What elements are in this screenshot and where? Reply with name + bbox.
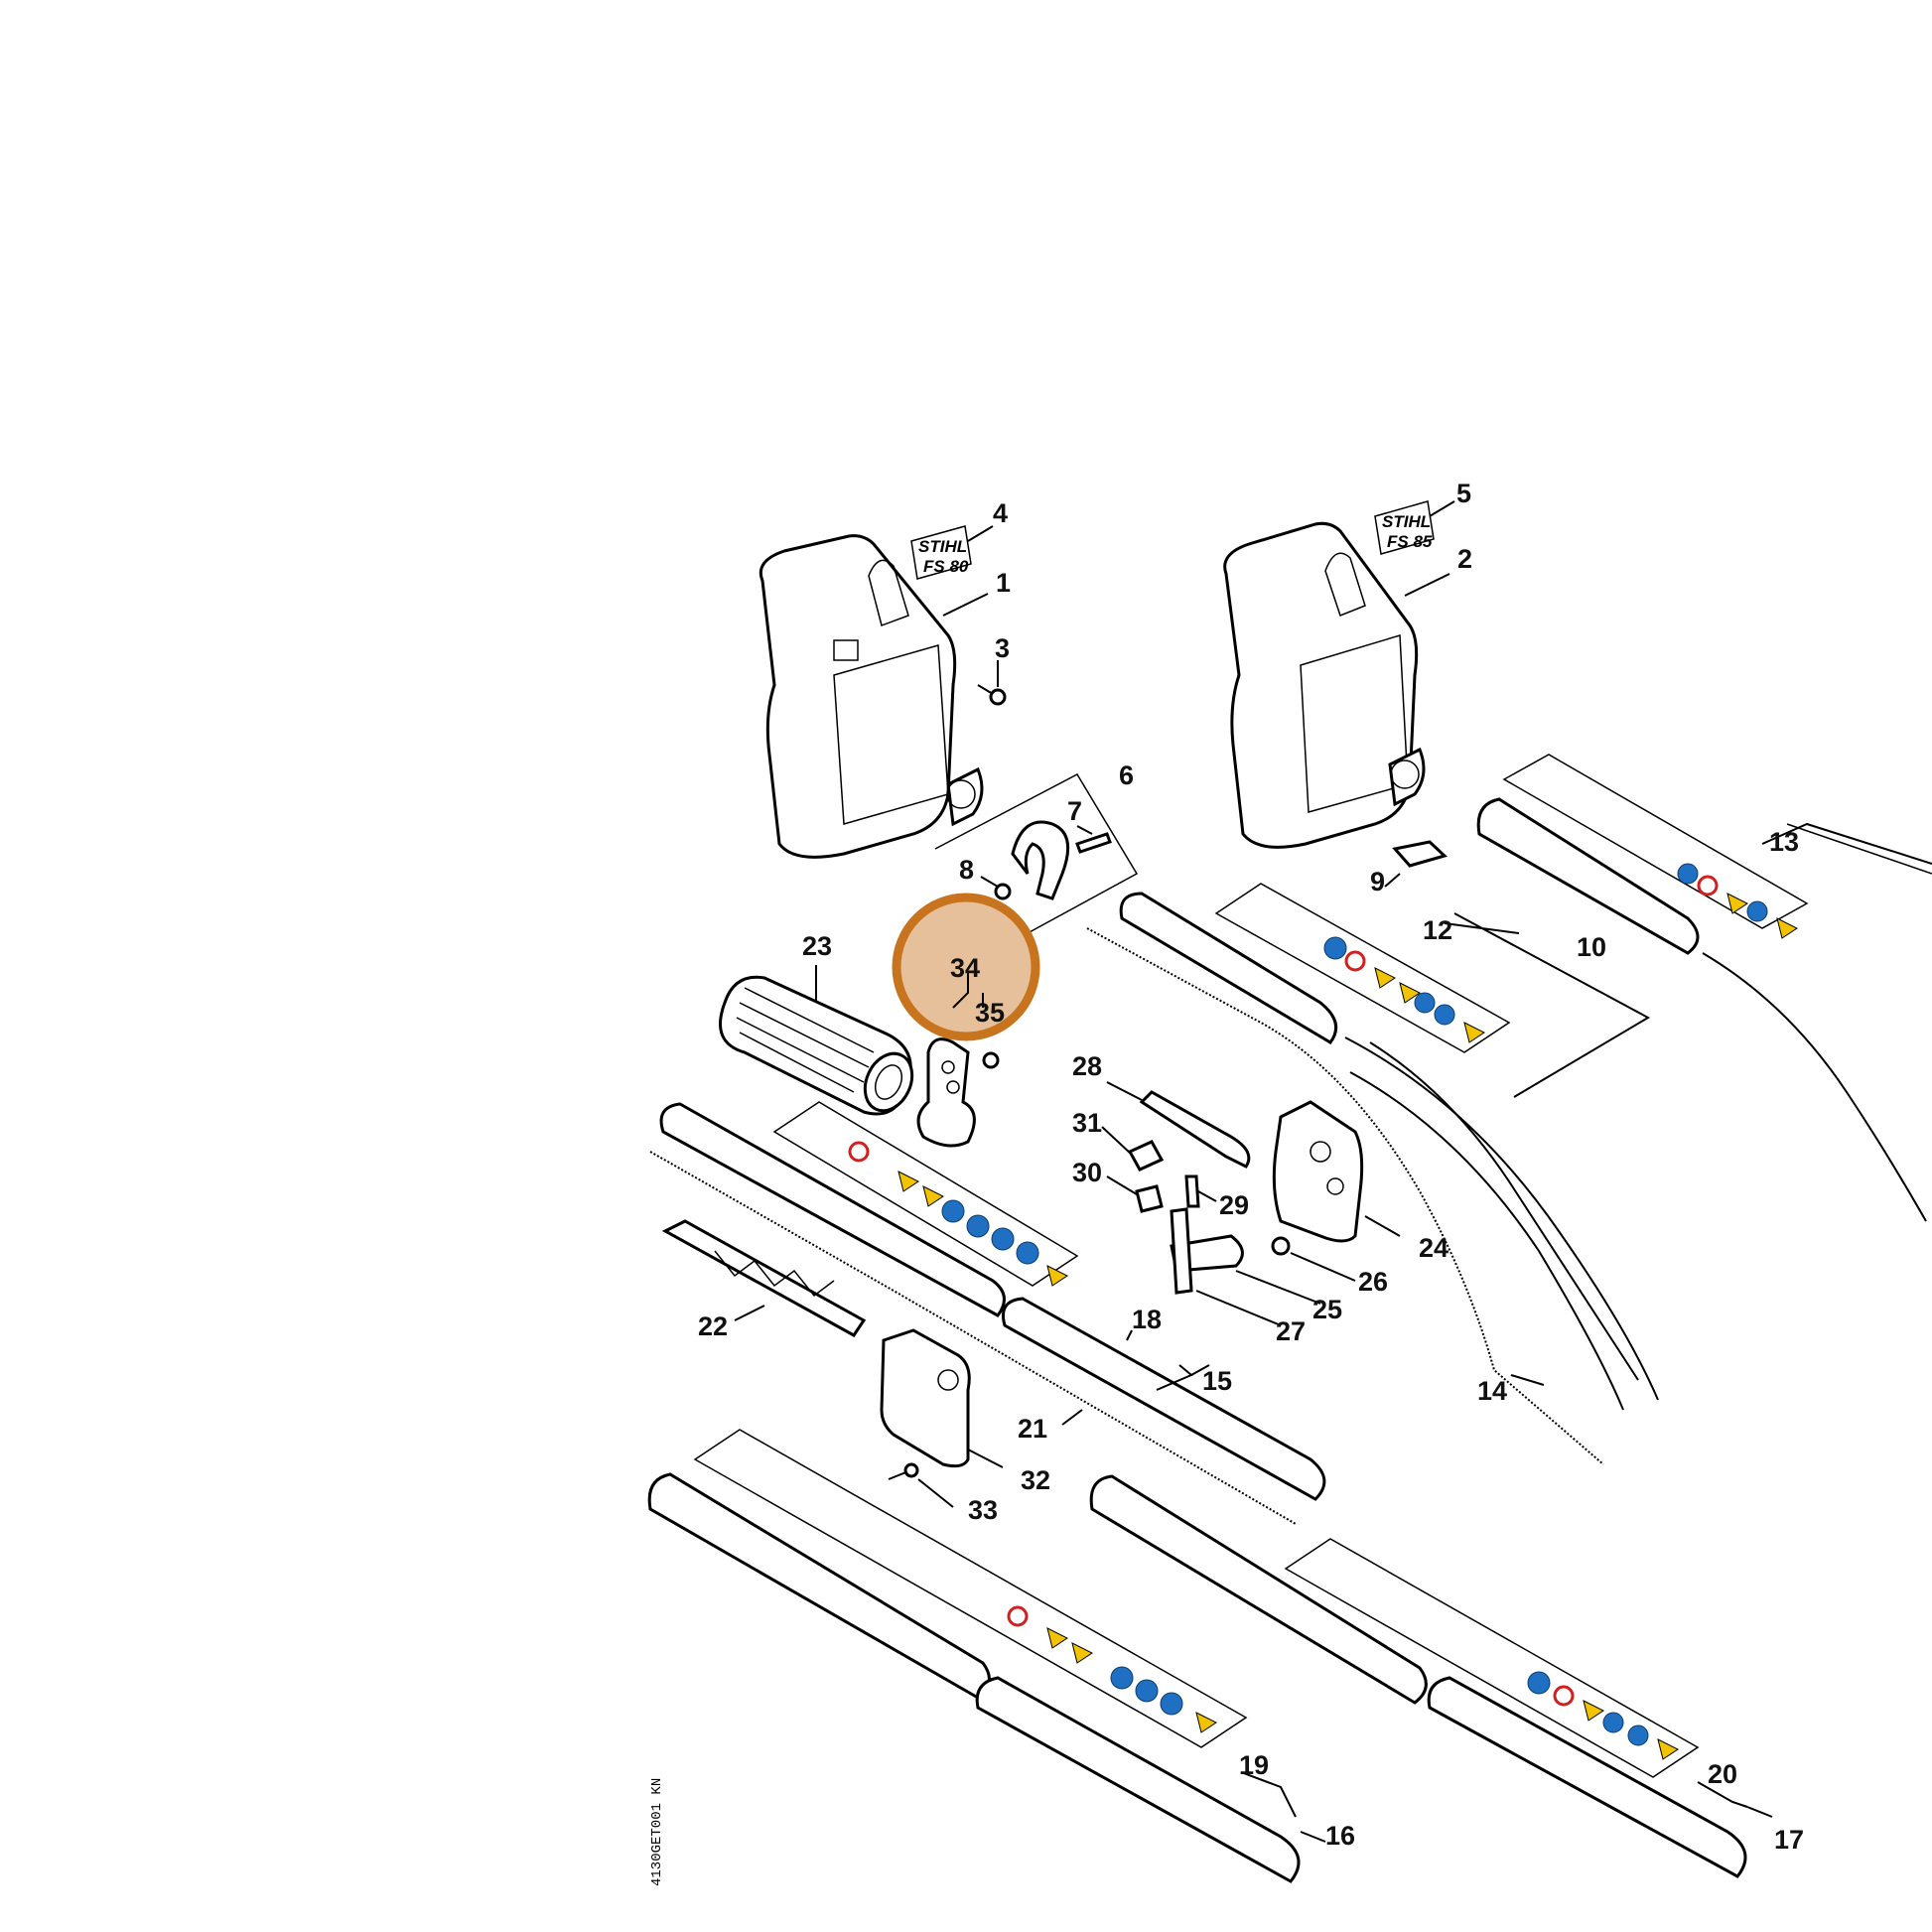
callout-16: 16	[1325, 1821, 1355, 1851]
engine-housing-1[interactable]	[759, 534, 984, 859]
slide-30[interactable]	[1135, 1184, 1164, 1213]
decal-4-line2: FS 80	[923, 557, 969, 576]
lock-31[interactable]	[1127, 1140, 1165, 1172]
callout-31: 31	[1072, 1108, 1102, 1138]
clamp-assembly-6[interactable]	[934, 773, 1139, 934]
callout-3: 3	[995, 633, 1010, 663]
callout-14: 14	[1477, 1376, 1507, 1406]
drawing-reference: 4130GET001 KN	[649, 1778, 665, 1886]
throttle-trigger-28[interactable]	[1139, 1090, 1251, 1169]
callout-17: 17	[1774, 1825, 1804, 1855]
callout-9: 9	[1370, 867, 1385, 897]
decal-12[interactable]	[1214, 883, 1511, 1053]
callout-29: 29	[1219, 1190, 1249, 1220]
callout-35: 35	[975, 998, 1005, 1028]
callout-30: 30	[1072, 1158, 1102, 1187]
callout-7: 7	[1067, 796, 1082, 826]
drive-tube-15[interactable]	[659, 1101, 1326, 1501]
leader-lines	[734, 500, 1932, 1843]
callout-19: 19	[1239, 1750, 1269, 1780]
callout-1: 1	[996, 568, 1011, 598]
throttle-housing-24[interactable]	[1272, 1100, 1364, 1243]
tool-9[interactable]	[1392, 840, 1448, 868]
highlight-marker	[892, 893, 1040, 1041]
callout-32: 32	[1021, 1465, 1050, 1495]
screw-26[interactable]	[1271, 1236, 1291, 1256]
callout-labels: 4 1 3 5 2 6 7 8 9 10 12 13 14 15 16 17 1…	[698, 479, 1804, 1855]
callout-24: 24	[1419, 1233, 1449, 1263]
callout-12: 12	[1423, 915, 1452, 945]
screw-33[interactable]	[888, 1462, 919, 1480]
callout-25: 25	[1312, 1295, 1342, 1324]
callout-5: 5	[1456, 479, 1471, 508]
callout-15: 15	[1202, 1366, 1232, 1396]
engine-housing-2[interactable]	[1223, 521, 1426, 849]
cover-32[interactable]	[880, 1328, 971, 1468]
callout-27: 27	[1276, 1316, 1306, 1346]
decal-4-line1: STIHL	[918, 537, 967, 556]
callout-34: 34	[950, 953, 980, 983]
callout-33: 33	[968, 1495, 998, 1525]
callout-2: 2	[1457, 544, 1472, 574]
callout-4: 4	[993, 498, 1008, 528]
callout-13: 13	[1769, 827, 1799, 857]
callout-28: 28	[1072, 1051, 1102, 1081]
callout-10: 10	[1577, 932, 1606, 962]
lever-27[interactable]	[1170, 1207, 1193, 1295]
callout-21: 21	[1018, 1414, 1047, 1444]
screw-35[interactable]	[982, 1051, 1000, 1069]
decal-5[interactable]: STIHL FS 85	[1374, 500, 1435, 555]
decal-5-line1: STIHL	[1382, 512, 1431, 531]
callout-22: 22	[698, 1311, 728, 1341]
screw-3[interactable]	[977, 684, 1007, 706]
spring-29[interactable]	[1184, 1174, 1200, 1208]
handle-grip-23[interactable]	[719, 975, 921, 1118]
callout-23: 23	[802, 931, 832, 961]
callout-26: 26	[1358, 1267, 1388, 1297]
decal-4[interactable]: STIHL FS 80	[910, 525, 972, 580]
handle-bracket-34[interactable]	[916, 1037, 976, 1148]
drive-tube-16[interactable]	[647, 1429, 1301, 1883]
decal-5-line2: FS 85	[1387, 532, 1433, 551]
callout-6: 6	[1119, 760, 1134, 790]
bearing-sleeve-22[interactable]	[661, 1219, 867, 1337]
callout-20: 20	[1708, 1759, 1737, 1789]
drive-tube-10[interactable]	[1119, 892, 1659, 1411]
callout-8: 8	[959, 855, 974, 885]
flex-shaft-14[interactable]	[1086, 927, 1604, 1465]
callout-18: 18	[1132, 1305, 1162, 1334]
drive-tube-17[interactable]	[1089, 1474, 1747, 1878]
drive-tube-13[interactable]	[1476, 754, 1932, 1222]
